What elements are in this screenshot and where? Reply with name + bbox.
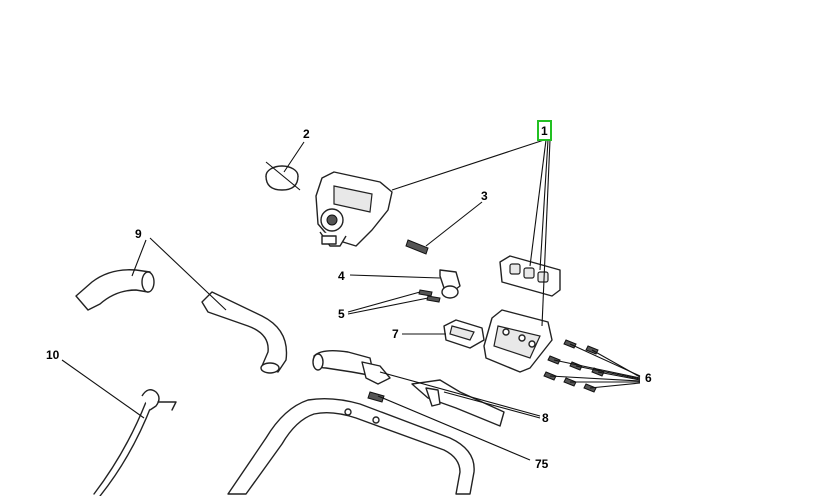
callout-6[interactable]: 6	[645, 371, 652, 385]
callout-1[interactable]: 1	[541, 124, 548, 138]
callout-75[interactable]: 75	[535, 457, 549, 471]
part-1-lower-housing[interactable]	[483, 309, 553, 373]
callout-3[interactable]: 3	[481, 189, 488, 203]
part-5-screws[interactable]	[418, 289, 441, 303]
part-4-clip[interactable]	[439, 269, 461, 299]
part-3-pin[interactable]	[405, 239, 429, 255]
callout-10[interactable]: 10	[46, 348, 60, 362]
part-7-key-block[interactable]	[443, 319, 485, 349]
part-2-cap[interactable]	[265, 161, 301, 191]
part-9-tubes[interactable]	[75, 269, 288, 374]
part-6-fasteners[interactable]	[543, 339, 605, 393]
callout-8[interactable]: 8	[542, 411, 549, 425]
callout-1-highlight-box	[537, 120, 552, 141]
callout-7[interactable]: 7	[392, 327, 399, 341]
callout-5[interactable]: 5	[338, 307, 345, 321]
callout-2[interactable]: 2	[303, 127, 310, 141]
part-10-cable[interactable]	[93, 389, 177, 496]
callout-9[interactable]: 9	[135, 227, 142, 241]
part-75-frame[interactable]	[227, 391, 475, 495]
leader-lines	[61, 139, 641, 461]
callout-4[interactable]: 4	[338, 269, 345, 283]
part-1-console-head[interactable]	[315, 171, 393, 247]
part-8-handle-bar[interactable]	[312, 349, 505, 427]
